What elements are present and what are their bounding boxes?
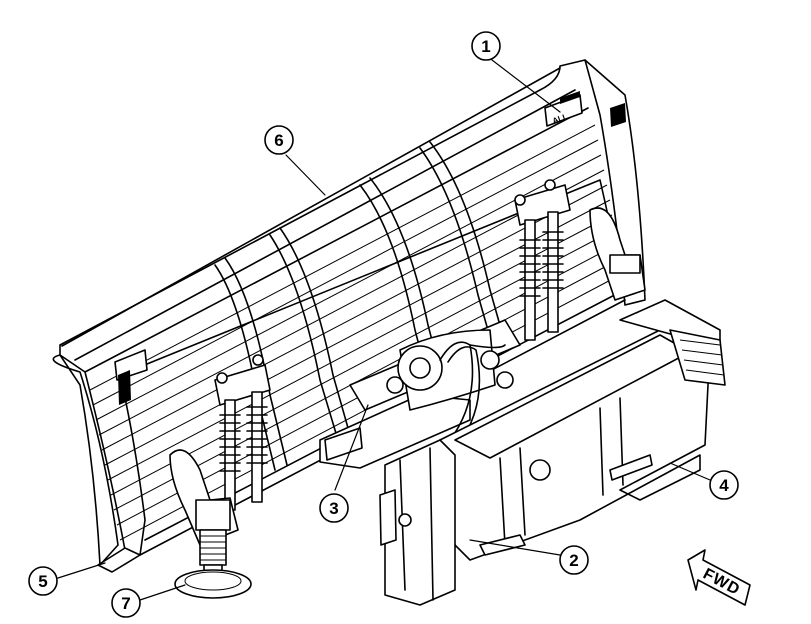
callout-3: 3 [319,493,349,523]
center-brace-tab [324,427,363,461]
callout-6: 6 [264,125,294,155]
forward-direction-arrow: FWD [687,549,751,606]
callout-2: 2 [559,545,589,575]
callout-5-label: 5 [38,572,47,591]
callout-5: 5 [28,566,58,596]
callout-lines [57,59,711,601]
mounting-bracket [379,439,456,606]
mounting-frame [439,299,726,561]
callout-6-label: 6 [274,131,283,150]
callout-2-label: 2 [569,551,578,570]
warning-decal-left [114,349,148,405]
shoe-right [589,207,646,301]
trip-springs-right [514,179,571,341]
moldboard-blade: ALL [52,59,646,566]
warning-decal-right: ALL [544,91,583,127]
trip-springs-left [214,354,271,511]
shoe-left-with-jack [169,449,252,599]
callout-1: 1 [471,31,501,61]
callout-3-label: 3 [329,499,338,518]
callout-4: 4 [709,470,739,500]
callout-1-label: 1 [481,37,490,56]
callout-4-label: 4 [719,476,729,495]
callout-7-label: 7 [121,594,130,613]
cutting-edge-bracket [97,547,141,573]
callout-7: 7 [111,588,141,618]
